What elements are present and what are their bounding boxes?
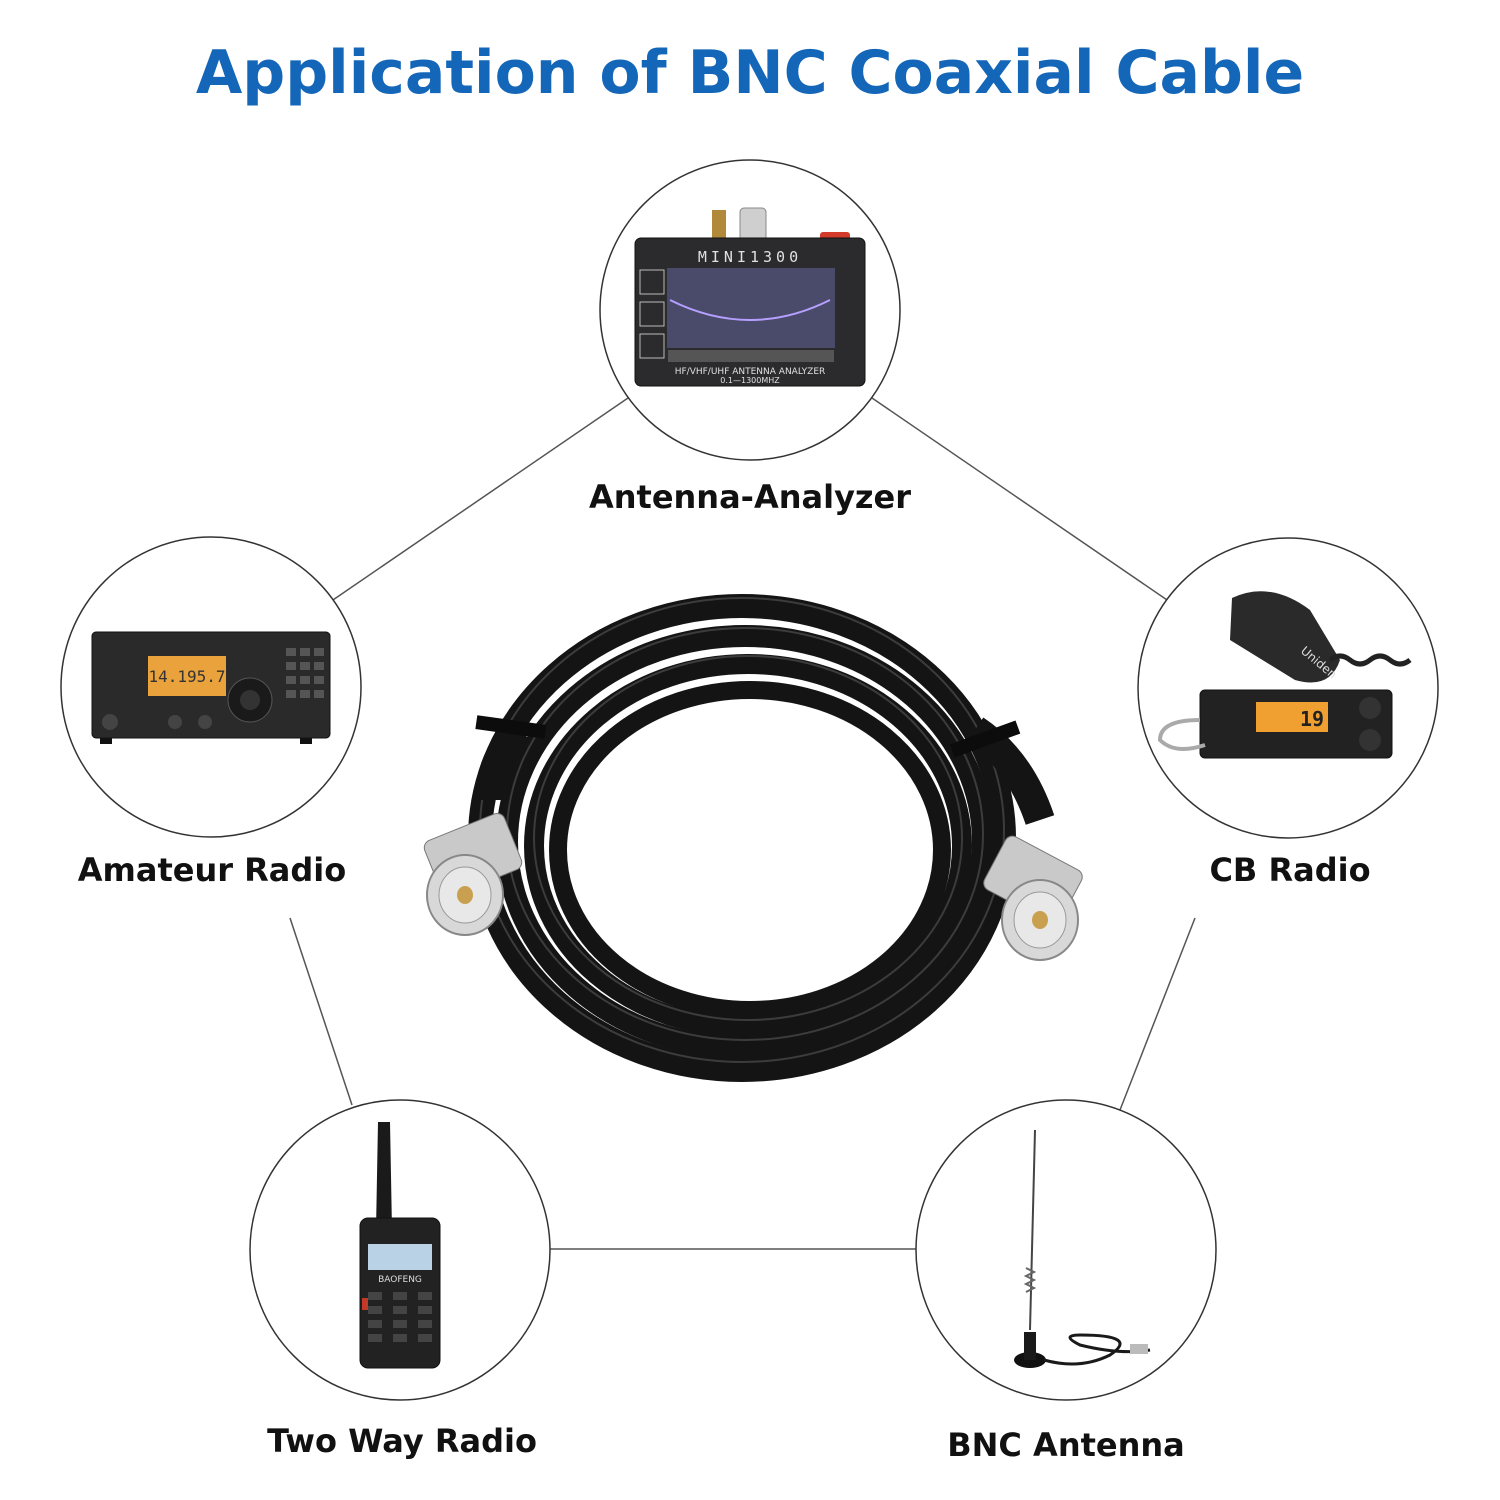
cb-display-text: 19 — [1300, 707, 1324, 731]
connector-line — [289, 917, 353, 1106]
label-antenna-analyzer: Antenna-Analyzer — [588, 478, 912, 516]
walkie-brand-text: BAOFENG — [378, 1275, 422, 1285]
cb-radio-circle — [1137, 537, 1439, 839]
label-bnc-antenna: BNC Antenna — [947, 1426, 1185, 1464]
label-two-way-radio: Two Way Radio — [267, 1422, 537, 1460]
analyzer-caption-text: HF/VHF/UHF ANTENNA ANALYZER — [675, 367, 826, 377]
bnc-antenna-circle — [915, 1099, 1217, 1401]
cb-radio-icon: Uniden 19 — [1157, 591, 1412, 759]
amateur-display-text: 14.195.7 — [148, 667, 225, 686]
left-bnc-connector — [423, 812, 523, 936]
connector-line — [329, 397, 629, 603]
label-cb-radio: CB Radio — [1209, 851, 1371, 889]
connector-line — [1119, 917, 1196, 1111]
label-amateur-radio: Amateur Radio — [77, 851, 347, 889]
connector-lines — [289, 397, 1196, 1250]
antenna-analyzer-icon: MINI1300 HF/VHF/UHF ANTENNA ANALYZER 0.1… — [634, 207, 866, 387]
connector-line — [871, 397, 1171, 603]
amateur-radio-icon: 14.195.7 — [91, 631, 331, 744]
two-way-radio-icon: BAOFENG — [359, 1122, 441, 1369]
bnc-coaxial-cable — [423, 594, 1083, 1082]
analyzer-brand-text: MINI1300 — [698, 248, 802, 266]
page-title: Application of BNC Coaxial Cable — [195, 38, 1305, 108]
bnc-antenna-icon — [1014, 1129, 1151, 1368]
right-bnc-connector — [983, 835, 1083, 961]
analyzer-range-text: 0.1—1300MHZ — [720, 376, 780, 385]
